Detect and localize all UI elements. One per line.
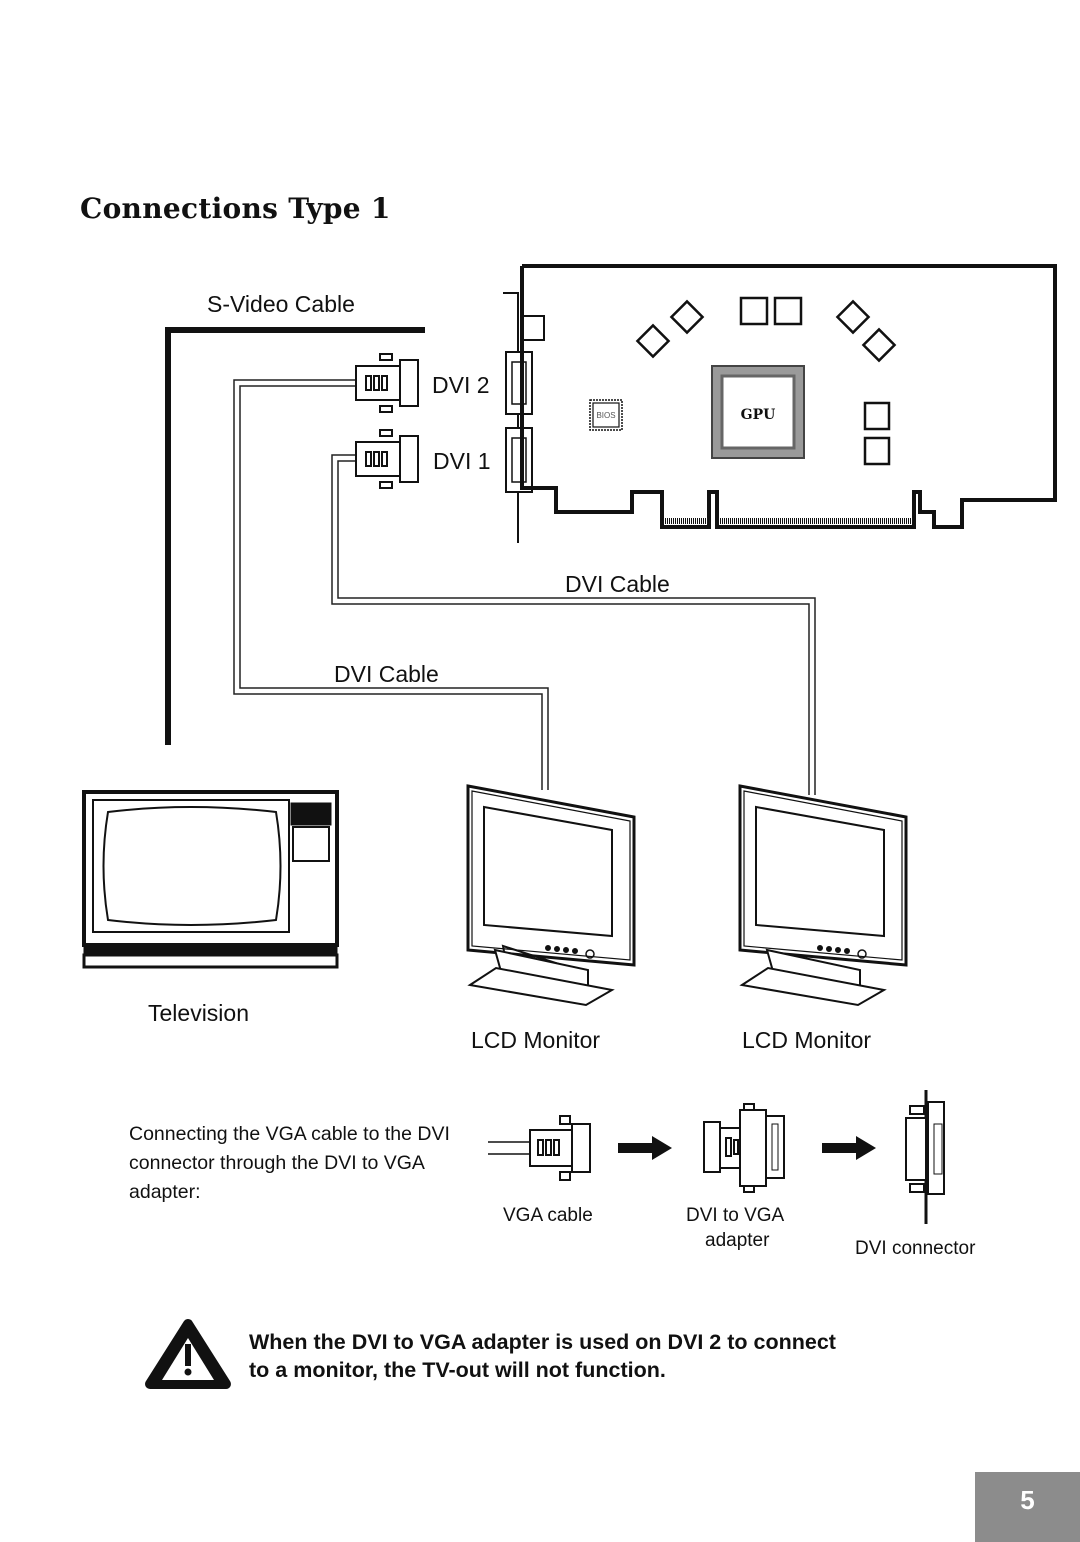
- lcd-monitor-right: [738, 784, 908, 1007]
- television: [82, 790, 339, 969]
- dvi1-plug: [355, 429, 419, 489]
- svideo-cable: [165, 327, 425, 745]
- svideo-cable-label: S-Video Cable: [207, 291, 355, 317]
- adapter-intro-text: Connecting the VGA cable to the DVI conn…: [129, 1123, 450, 1203]
- television-label: Television: [148, 1000, 249, 1026]
- page-title: Connections Type 1: [80, 192, 391, 225]
- warning-line-2: to a monitor, the TV-out will not functi…: [249, 1358, 666, 1382]
- dvi-to-vga-label-line1: DVI to VGA: [686, 1205, 785, 1226]
- graphics-card: [503, 264, 1057, 543]
- warning-icon: [145, 1319, 231, 1389]
- dvi-cable-label-top: DVI Cable: [565, 571, 670, 597]
- dvi2-plug: [355, 353, 419, 413]
- lcd-monitor-left: [466, 784, 636, 1007]
- dvi-to-vga-adapter: [703, 1103, 785, 1193]
- warning-text: When the DVI to VGA adapter is used on D…: [249, 1328, 949, 1384]
- arrow-right-2-icon: [822, 1136, 876, 1160]
- dvi-cable-dvi2: [233, 379, 549, 790]
- warning-line-1: When the DVI to VGA adapter is used on D…: [249, 1330, 836, 1354]
- dvi-connector-label: DVI connector: [855, 1238, 976, 1259]
- vga-cable-label: VGA cable: [503, 1205, 593, 1226]
- arrow-right-1-icon: [618, 1136, 672, 1160]
- dvi-to-vga-label-line2: adapter: [705, 1230, 770, 1251]
- lcd-monitor-right-label: LCD Monitor: [742, 1027, 872, 1053]
- lcd-monitor-left-label: LCD Monitor: [471, 1027, 601, 1053]
- vga-cable-connector: [488, 1115, 591, 1181]
- dvi-cable-dvi1: [331, 454, 816, 795]
- page-number: 5: [975, 1472, 1080, 1542]
- dvi-cable-label-bottom: DVI Cable: [334, 661, 439, 687]
- bios-label: BIOS: [596, 411, 615, 420]
- dvi-connector: [905, 1090, 945, 1224]
- dvi1-label: DVI 1: [433, 448, 491, 474]
- gpu-label: GPU: [741, 407, 776, 423]
- dvi2-label: DVI 2: [432, 372, 490, 398]
